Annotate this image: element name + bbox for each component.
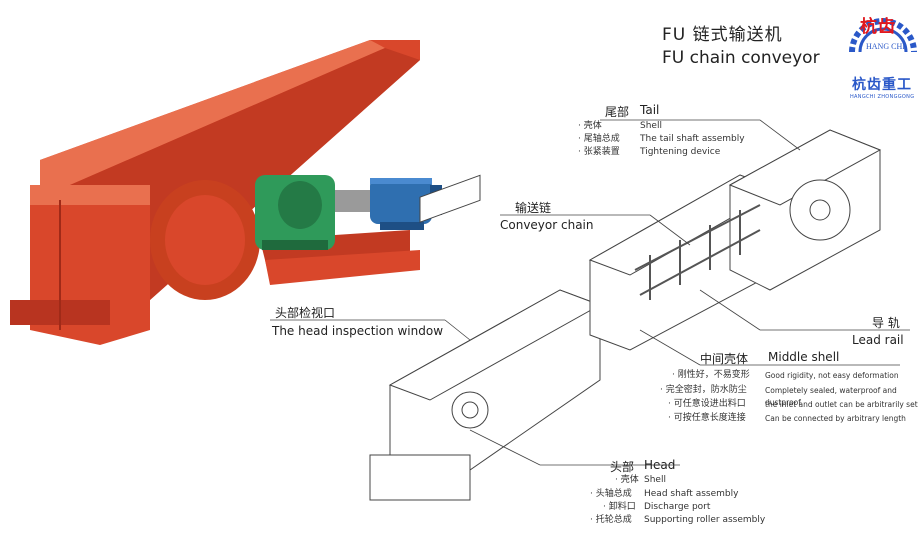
middle-item-1-cn: · 刚性好，不易变形 bbox=[672, 370, 750, 380]
head-item-1-cn: · 壳体 bbox=[615, 475, 639, 485]
middle-item-2-en: Completely sealed, waterproof and dustpr… bbox=[765, 386, 897, 407]
middle-item-1-en: Good rigidity, not easy deformation bbox=[765, 371, 899, 380]
head-label-cn: 头部 bbox=[610, 460, 635, 474]
logo-mark-text: 杭齿 bbox=[860, 17, 896, 37]
head-item-4-en: Supporting roller assembly bbox=[644, 515, 766, 525]
middle-item-2-cn: · 完全密封，防水防尘 bbox=[660, 385, 747, 395]
window-label-en: The head inspection window bbox=[272, 324, 444, 338]
tail-item-3-cn: · 张紧装置 bbox=[578, 147, 620, 157]
logo-mark-latin: HANG CHI bbox=[866, 42, 905, 51]
chain-label-cn: 输送链 bbox=[515, 201, 552, 215]
chain-label-en: Conveyor chain bbox=[500, 218, 594, 232]
tail-item-3-en: Tightening device bbox=[640, 147, 721, 157]
head-item-1-en: Shell bbox=[644, 475, 666, 485]
tail-label-en: Tail bbox=[640, 103, 660, 117]
head-item-2-en: Head shaft assembly bbox=[644, 489, 739, 499]
middle-item-4-en: Can be connected by arbitrary length bbox=[765, 414, 906, 423]
head-item-3-en: Discharge port bbox=[644, 502, 711, 512]
middle-item-3-cn: · 可任意设进出料口 bbox=[668, 399, 746, 409]
gear-logo-icon bbox=[849, 18, 917, 53]
company-logo bbox=[846, 8, 920, 100]
title-chinese: FU 链式输送机 bbox=[662, 25, 783, 45]
tail-item-1-en: Shell bbox=[640, 121, 662, 131]
tail-item-2-en: The tail shaft assembly bbox=[640, 134, 745, 144]
head-item-2-cn: · 头轴总成 bbox=[590, 489, 632, 499]
tail-item-1-cn: · 壳体 bbox=[578, 121, 602, 131]
middle-item-3-en: the inlet and outlet can be arbitrarily … bbox=[765, 400, 918, 409]
middle-label-en: Middle shell bbox=[768, 350, 840, 364]
rail-label-cn: 导 轨 bbox=[872, 316, 900, 330]
head-label-en: Head bbox=[644, 458, 676, 472]
window-label-cn: 头部检视口 bbox=[275, 306, 336, 320]
rail-label-en: Lead rail bbox=[852, 333, 904, 347]
middle-item-4-cn: · 可按任意长度连接 bbox=[668, 413, 746, 423]
head-item-4-cn: · 托轮总成 bbox=[590, 515, 632, 525]
logo-company-name: 杭齿重工 bbox=[852, 77, 912, 93]
tail-label-cn: 尾部 bbox=[605, 105, 630, 119]
title-english: FU chain conveyor bbox=[662, 48, 820, 68]
logo-company-pinyin: HANGCHI ZHONGGONG bbox=[850, 94, 915, 100]
head-item-3-cn: · 卸料口 bbox=[603, 502, 636, 512]
middle-label-cn: 中间壳体 bbox=[700, 352, 749, 366]
tail-item-2-cn: · 尾轴总成 bbox=[578, 134, 620, 144]
